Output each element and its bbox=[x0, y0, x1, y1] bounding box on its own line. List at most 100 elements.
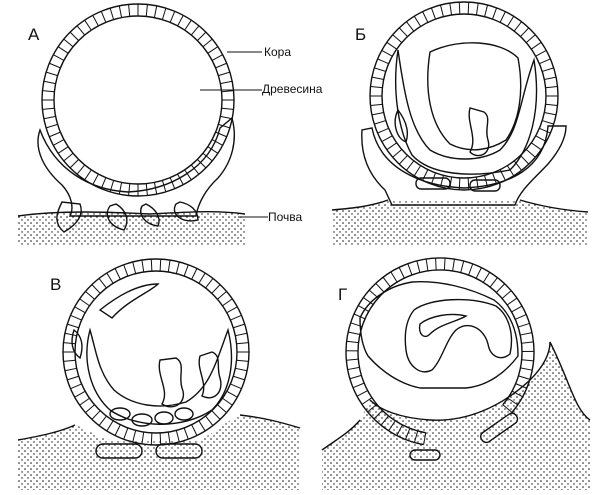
bark-cell-divider bbox=[98, 415, 107, 426]
bark-cell-divider bbox=[423, 432, 427, 445]
bark-cell-divider bbox=[406, 160, 415, 171]
bark-cell-divider bbox=[109, 7, 115, 20]
bark-cell-divider bbox=[425, 258, 429, 271]
bark-cell-divider bbox=[531, 142, 542, 151]
bark-cell-divider bbox=[460, 260, 465, 273]
bark-cell-divider bbox=[91, 284, 101, 294]
bark-cell-divider bbox=[74, 306, 86, 314]
bark-cell-divider bbox=[132, 430, 137, 443]
bark-cell-divider bbox=[114, 424, 121, 436]
bark-cell-divider bbox=[521, 359, 534, 362]
bark-cell-divider bbox=[218, 123, 231, 129]
panel-g: Г bbox=[321, 257, 591, 490]
bark-ring-g bbox=[345, 257, 535, 446]
bark-cell-divider bbox=[375, 282, 385, 293]
bark-cell-divider bbox=[184, 19, 192, 31]
bark-cell-divider bbox=[422, 169, 429, 181]
bark-cell-divider bbox=[386, 41, 397, 50]
bark-cell-divider bbox=[230, 383, 242, 390]
bark-cell-divider bbox=[49, 62, 61, 69]
bark-cell-divider bbox=[207, 46, 219, 54]
bark-cell-divider bbox=[76, 25, 86, 36]
bark-cell-divider bbox=[435, 258, 437, 271]
bark-cell-divider bbox=[443, 258, 446, 271]
soil-a bbox=[18, 211, 245, 245]
bark-cell-divider bbox=[353, 313, 366, 320]
bark-cell-divider bbox=[458, 177, 461, 190]
bark-cell-divider bbox=[76, 164, 86, 175]
panel-a: А Кора Древесина Почва bbox=[17, 3, 323, 245]
bark-cell-divider bbox=[398, 155, 408, 165]
bark-cell-divider bbox=[525, 149, 536, 158]
bark-cell-divider bbox=[506, 297, 518, 306]
bark-cell-divider bbox=[439, 4, 444, 17]
bark-cell-divider bbox=[525, 34, 536, 43]
bark-cell-divider bbox=[390, 271, 398, 283]
bark-cell-divider bbox=[215, 62, 227, 69]
bark-cell-divider bbox=[183, 264, 189, 277]
bark-cell-divider bbox=[371, 112, 384, 116]
bark-cell-divider bbox=[69, 31, 79, 41]
bark-cell-divider bbox=[202, 152, 213, 162]
bark-cell-divider bbox=[190, 25, 200, 36]
bark-cell-divider bbox=[84, 19, 92, 31]
bark-cell-divider bbox=[70, 314, 82, 321]
bark-cell-divider bbox=[475, 267, 482, 279]
bark-cell-divider bbox=[191, 268, 198, 280]
bark-cell-divider bbox=[396, 424, 403, 436]
bark-cell-divider bbox=[222, 397, 233, 406]
bark-cell-divider bbox=[132, 261, 137, 274]
bark-cell-divider bbox=[202, 38, 213, 48]
bark-cell-divider bbox=[430, 7, 436, 20]
bark-cell-divider bbox=[84, 169, 92, 181]
bark-cell-divider bbox=[207, 146, 219, 154]
bark-cell-divider bbox=[348, 331, 360, 336]
bark-cell-divider bbox=[374, 120, 386, 125]
bark-cell-divider bbox=[197, 31, 207, 41]
bark-cell-divider bbox=[520, 367, 533, 371]
bark-cell-divider bbox=[515, 383, 527, 389]
bark-cell-divider bbox=[413, 15, 422, 27]
bark-cell-divider bbox=[352, 382, 365, 389]
bark-cell-divider bbox=[53, 54, 65, 61]
bark-cell-divider bbox=[211, 139, 223, 146]
bark-cell-divider bbox=[371, 76, 384, 80]
bark-cell-divider bbox=[416, 260, 421, 273]
bark-cell-divider bbox=[392, 34, 403, 43]
bark-cell-divider bbox=[91, 410, 101, 420]
bark-cell-divider bbox=[236, 342, 249, 345]
bark-cell-divider bbox=[521, 341, 534, 344]
bark-cell-divider bbox=[114, 268, 121, 280]
bark-cell-divider bbox=[501, 290, 512, 299]
bark-cell-divider bbox=[545, 103, 558, 107]
bark-ring-v bbox=[63, 259, 249, 445]
bark-cell-divider bbox=[211, 284, 221, 294]
bark-cell-divider bbox=[380, 415, 389, 426]
bark-cell-divider bbox=[506, 165, 515, 177]
bark-cell-divider bbox=[382, 276, 391, 288]
bark-cell-divider bbox=[175, 261, 180, 274]
bark-cell-divider bbox=[217, 404, 227, 413]
bark-cell-divider bbox=[150, 259, 153, 272]
bark-cell-divider bbox=[159, 432, 162, 445]
bark-cell-divider bbox=[45, 123, 58, 129]
panel-v: В bbox=[17, 258, 301, 490]
bark-cell-divider bbox=[515, 314, 527, 320]
panel-label-g: Г bbox=[338, 285, 347, 304]
bark-cell-divider bbox=[100, 11, 107, 23]
bark-cell-divider bbox=[467, 177, 470, 190]
bark-cell-divider bbox=[53, 139, 65, 146]
bark-cell-divider bbox=[489, 277, 498, 288]
bark-cell-divider bbox=[346, 358, 359, 361]
bark-cell-divider bbox=[405, 428, 411, 440]
bark-cell-divider bbox=[392, 149, 403, 158]
root-collar-a bbox=[37, 116, 235, 217]
bark-cell-divider bbox=[79, 298, 90, 307]
bark-cell-divider bbox=[190, 164, 200, 175]
bark-cell-divider bbox=[64, 332, 77, 337]
bark-cell-divider bbox=[92, 15, 99, 27]
bark-cell-divider bbox=[407, 263, 413, 276]
bark-cell-divider bbox=[496, 283, 506, 293]
bark-cell-divider bbox=[368, 289, 379, 299]
bark-cell-divider bbox=[177, 173, 184, 185]
